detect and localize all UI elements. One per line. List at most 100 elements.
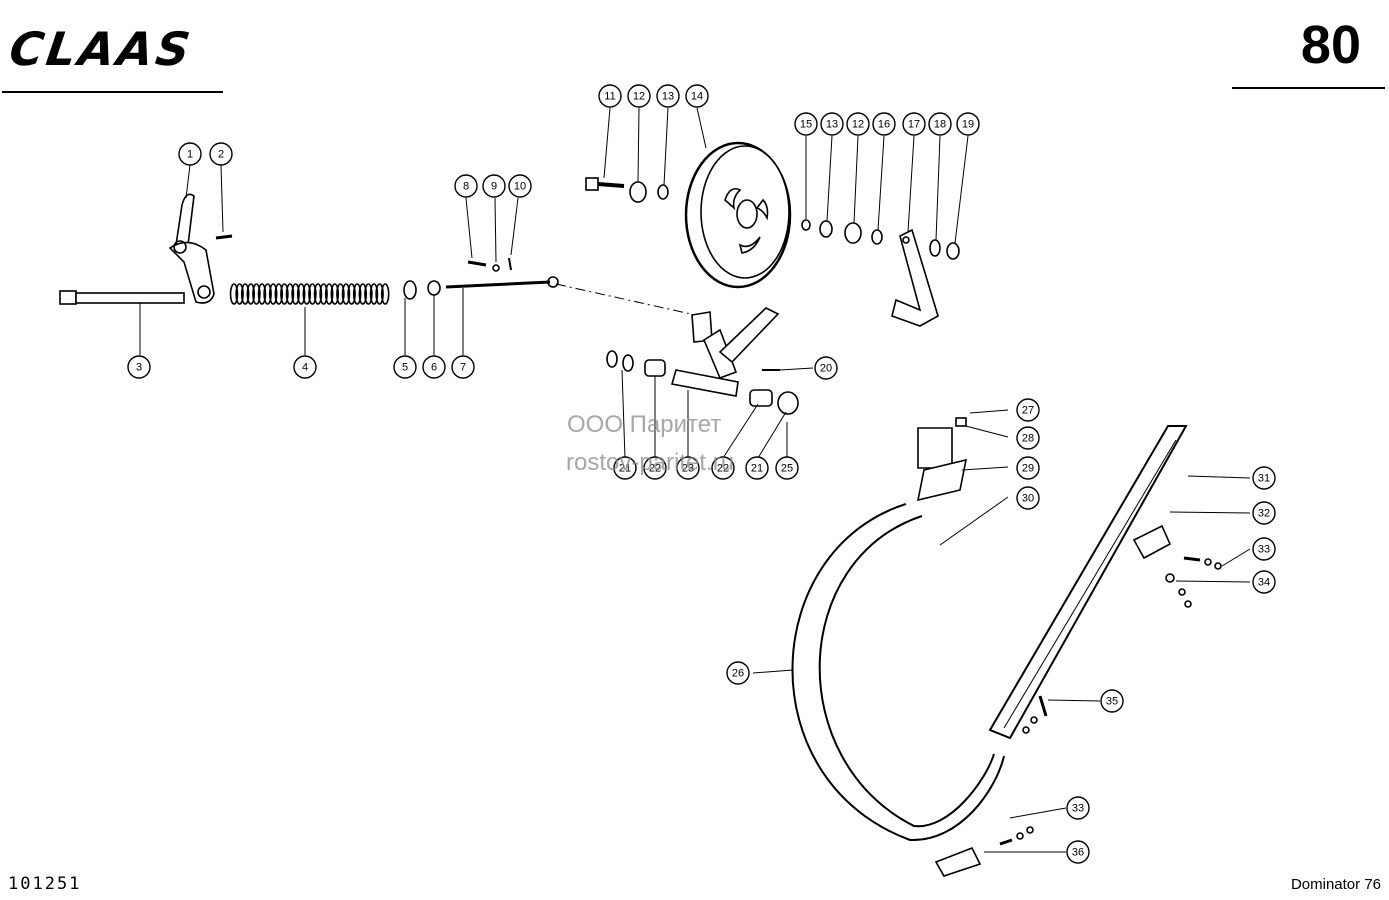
callout-label: 22 [717,463,729,475]
callout-3: 3 [127,355,151,379]
callout-15: 15 [794,112,818,136]
callout-label: 3 [136,362,142,374]
callout-circle [482,174,506,198]
callout-label: 15 [800,119,812,131]
callout-circle [1016,426,1040,450]
spring-coil [380,283,390,305]
callout-circle [1066,796,1090,820]
callout-label: 33 [1258,544,1270,556]
callout-29: 29 [1016,456,1040,480]
callout-circle [872,112,896,136]
spring-coil [235,283,244,305]
spring-coil [352,283,362,305]
callout-36: 36 [1066,840,1090,864]
part-12-nut-right [844,222,862,244]
callout-label: 23 [682,463,694,475]
callout-label: 18 [934,119,946,131]
callout-label: 11 [604,91,615,103]
spring-coil [285,283,295,305]
callout-circle [209,142,233,166]
callout-5: 5 [393,355,417,379]
spring-coil [296,283,306,305]
callout-8: 8 [454,174,478,198]
callout-circle [956,112,980,136]
callout-10: 10 [508,174,532,198]
callout-12: 12 [846,112,870,136]
callout-label: 12 [852,119,864,131]
callout-circle [685,84,709,108]
callout-circle [1252,501,1276,525]
callout-label: 19 [962,119,974,131]
part-21-washer-c [777,391,799,415]
callout-label: 32 [1258,508,1270,520]
callout-34: 34 [1252,570,1276,594]
part-13-ring [657,107,669,200]
callout-13: 13 [656,84,680,108]
callout-label: 36 [1072,847,1084,859]
spring-coil [364,283,373,305]
callout-label: 12 [633,91,645,103]
callout-label: 35 [1106,696,1118,708]
callout-4: 4 [293,355,317,379]
callout-circle [508,174,532,198]
callout-label: 9 [491,181,497,193]
part-31-rail [988,425,1251,740]
callout-25: 25 [775,456,799,480]
callout-circle [1252,537,1276,561]
callout-circle [598,84,622,108]
part-19-nut [946,242,960,260]
callout-label: 5 [402,362,408,374]
part-7-rod [445,276,701,355]
part-35-bolt [1022,695,1101,734]
callout-label: 20 [820,363,832,375]
model-name: Dominator 76 [1290,876,1381,893]
callout-label: 14 [691,91,703,103]
callout-circle [293,355,317,379]
callout-label: 7 [460,362,466,374]
watermark-line-1: ООО Паритет [567,411,722,438]
callout-13: 13 [820,112,844,136]
callout-21: 21 [745,456,769,480]
part-13-ring-right [819,220,833,238]
callout-circle [1066,840,1090,864]
callout-circle [846,112,870,136]
callout-label: 28 [1022,433,1034,445]
callout-22: 22 [643,456,667,480]
spring-coil [341,283,351,305]
spring-coil [313,283,323,305]
callout-label: 17 [908,119,920,131]
spring-coil [257,283,267,305]
callout-21: 21 [613,456,637,480]
spring-coil [369,283,379,305]
callout-23: 23 [676,456,700,480]
part-8-9-10-bolt-set [465,197,519,272]
callout-20: 20 [814,356,838,380]
part-6-nut [427,280,441,296]
callout-9: 9 [482,174,506,198]
spring-coil [240,283,250,305]
part-36-clip [934,807,1067,877]
spring-coil [274,283,284,305]
callout-circle [745,456,769,480]
callout-label: 21 [751,463,763,475]
part-11-bolt [585,107,625,191]
spring-coil [291,283,300,305]
parts-drawing [59,107,1251,877]
callout-circle [454,174,478,198]
spring-coil [308,283,317,305]
callout-label: 21 [619,463,631,475]
callout-label: 29 [1022,463,1034,475]
callout-circle [676,456,700,480]
callout-16: 16 [872,112,896,136]
callout-label: 27 [1022,405,1034,417]
part-22-bushing [644,359,666,458]
spring-coil [319,283,328,305]
callout-circle [928,112,952,136]
spring-coil [336,283,345,305]
callout-27: 27 [1016,398,1040,422]
callout-circle [1252,570,1276,594]
part-28-29-bracket [916,409,1009,546]
callout-35: 35 [1100,689,1124,713]
part-32-clip [1132,511,1251,560]
callout-label: 2 [218,149,224,161]
